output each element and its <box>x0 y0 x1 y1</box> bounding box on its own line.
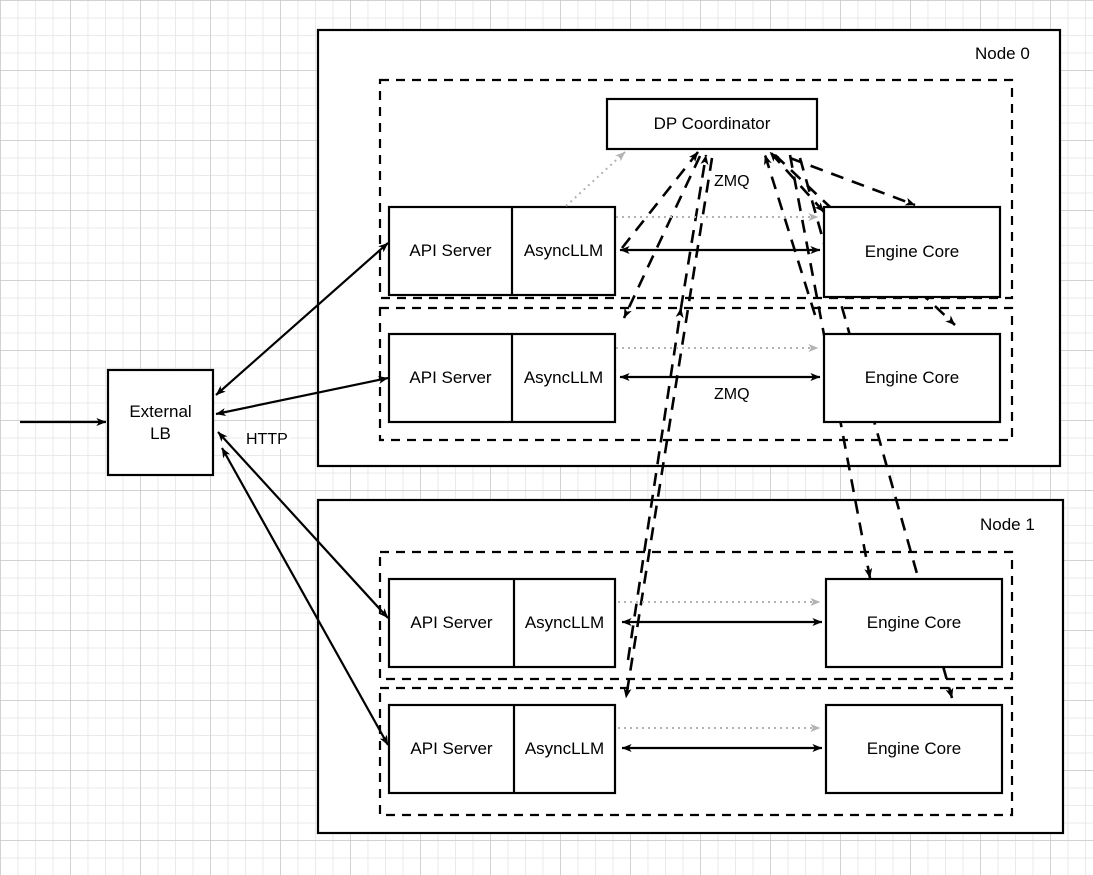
api-server-label-n0g1: API Server <box>409 368 492 388</box>
external-lb-box <box>106 368 215 477</box>
zmq-link-asyncllm-n1g0-coordinator <box>626 307 684 661</box>
engine-core-box-n1g1 <box>824 703 1004 795</box>
zmq-link-asyncllm-n0g0-coordinator <box>620 151 700 249</box>
api-server-box-n1g0 <box>387 577 617 669</box>
zmq-link-coordinator-engine-n0g0 <box>769 151 825 213</box>
http-link-lb-apiserver-n0g0 <box>215 242 389 396</box>
http-edge-label: HTTP <box>244 431 290 449</box>
zmq-edge-label-top: ZMQ <box>712 173 752 191</box>
engine-core-label-n0g0: Engine Core <box>864 242 960 262</box>
node-0-group-0-dashed <box>378 78 1014 300</box>
external-lb-label: External LB <box>129 402 192 443</box>
zmq-link-coordinator-asyncllm-n0g1 <box>622 155 702 319</box>
node-0-group-1-dashed <box>378 306 1014 442</box>
zmq-link-coordinator-engine-n1g1 <box>798 157 954 699</box>
zmq-link-coordinator-engine-n1g0 <box>788 154 873 579</box>
node-1-group-1-dashed <box>378 686 1014 817</box>
zmq-edge-label-second: ZMQ <box>712 386 752 404</box>
asyncllm-label-n0g1: AsyncLLM <box>523 368 604 388</box>
node-1-container <box>316 498 1065 835</box>
api-server-label-n0g0: API Server <box>409 241 492 261</box>
dotted-link-asyncllm-n0g0-coordinator <box>565 151 626 207</box>
asyncllm-label-n1g0: AsyncLLM <box>524 613 605 633</box>
http-link-lb-apiserver-n0g1 <box>215 376 389 416</box>
api-server-label-n1g1: API Server <box>410 739 493 759</box>
api-server-box-n0g0 <box>387 205 617 297</box>
engine-core-label-n1g1: Engine Core <box>866 739 962 759</box>
dp-coordinator-box <box>605 97 819 151</box>
engine-core-label-n1g0: Engine Core <box>866 613 962 633</box>
dp-coordinator-label: DP Coordinator <box>653 114 771 134</box>
node-0-label: Node 0 <box>975 44 1030 63</box>
zmq-link-engine-n0g1-coordinator <box>763 154 817 316</box>
zmq-link-coordinator-engine-n0g1 <box>774 154 956 326</box>
node-0-container <box>316 28 1062 468</box>
node-1-label: Node 1 <box>980 515 1035 534</box>
zmq-link-coordinator-engine-n0g0-b <box>789 156 916 207</box>
api-server-label-n1g0: API Server <box>410 613 493 633</box>
api-server-box-n0g1 <box>387 332 617 424</box>
zmq-link-asyncllm-n1g0-coordinator-b <box>679 154 709 309</box>
asyncllm-label-n1g1: AsyncLLM <box>524 739 605 759</box>
asyncllm-label-n0g0: AsyncLLM <box>523 241 604 261</box>
http-link-lb-apiserver-n1g1 <box>221 447 389 746</box>
node-1-group-0-dashed <box>378 550 1014 681</box>
engine-core-label-n0g1: Engine Core <box>864 368 960 388</box>
engine-core-box-n0g0 <box>822 205 1002 299</box>
http-link-lb-apiserver-n1g0 <box>217 431 389 619</box>
zmq-link-coordinator-asyncllm-n1g1 <box>623 157 714 699</box>
api-server-box-n1g1 <box>387 703 617 795</box>
engine-core-box-n0g1 <box>822 332 1002 424</box>
engine-core-box-n1g0 <box>824 577 1004 669</box>
